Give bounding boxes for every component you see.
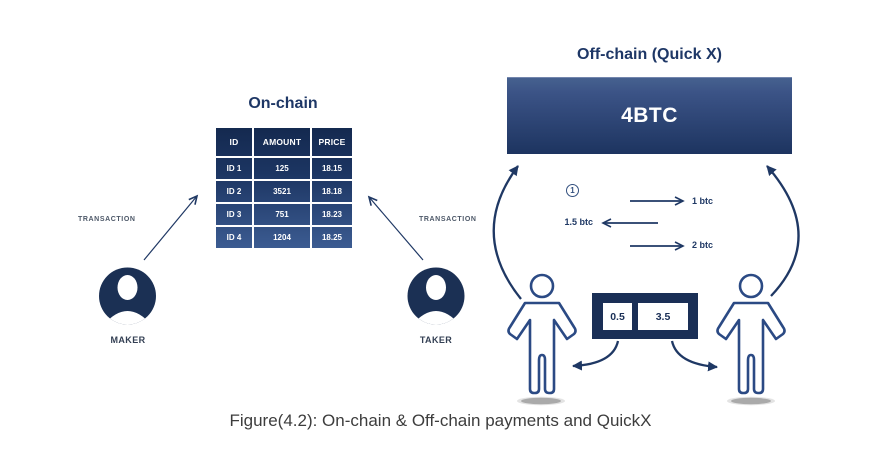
offchain-title: Off-chain (Quick X)	[577, 46, 722, 63]
maker-transaction-arrow	[143, 194, 199, 261]
maker-avatar	[98, 268, 158, 334]
cell-amount: 125	[252, 156, 312, 181]
right-trader-to-pool-arrow	[766, 165, 800, 297]
header-amount: AMOUNT	[252, 126, 312, 158]
balance-left-value: 0.5	[603, 303, 632, 330]
flow-label-1-5btc: 1.5 btc	[564, 217, 593, 227]
left-trader-to-pool-arrow	[492, 165, 522, 300]
balance-to-right-trader-arrow	[670, 340, 718, 372]
cell-id: ID 1	[214, 156, 254, 181]
table-row: ID 1 125 18.15	[214, 156, 354, 181]
onchain-order-table: ID AMOUNT PRICE ID 1 125 18.15 ID 2 3521…	[214, 126, 354, 250]
table-header-row: ID AMOUNT PRICE	[214, 126, 354, 158]
balance-right-value: 3.5	[638, 303, 688, 330]
figure-caption: Figure(4.2): On-chain & Off-chain paymen…	[229, 411, 652, 430]
table-row: ID 3 751 18.23	[214, 202, 354, 227]
taker-transaction-arrow	[367, 195, 424, 261]
flow-label-1btc: 1 btc	[692, 196, 714, 206]
taker-avatar	[406, 268, 466, 334]
onchain-title: On-chain	[248, 95, 318, 112]
balance-to-left-trader-arrow	[572, 340, 620, 371]
pool-amount-label: 4BTC	[621, 104, 678, 127]
cell-id: ID 2	[214, 179, 254, 204]
channel-balance-box: 0.5 3.5	[592, 293, 698, 339]
left-trader-figure	[507, 273, 577, 395]
maker-transaction-label: TRANSACTION	[78, 216, 136, 223]
offchain-pool-box: 4BTC	[507, 77, 792, 154]
cell-price: 18.18	[310, 179, 354, 204]
cell-price: 18.23	[310, 202, 354, 227]
cell-id: ID 3	[214, 202, 254, 227]
cell-id: ID 4	[214, 225, 254, 250]
cell-price: 18.25	[310, 225, 354, 250]
right-trader-shadow-core	[731, 397, 771, 405]
taker-label: TAKER	[419, 335, 453, 345]
cell-price: 18.15	[310, 156, 354, 181]
cell-amount: 3521	[252, 179, 312, 204]
header-price: PRICE	[310, 126, 354, 158]
left-trader-shadow-core	[521, 397, 561, 405]
flow-label-2btc: 2 btc	[692, 240, 714, 250]
cell-amount: 751	[252, 202, 312, 227]
maker-label: MAKER	[110, 335, 146, 345]
header-id: ID	[214, 126, 254, 158]
step-1-badge: 1	[566, 184, 579, 197]
taker-transaction-label: TRANSACTION	[419, 216, 477, 223]
table-row: ID 2 3521 18.18	[214, 179, 354, 204]
table-row: ID 4 1204 18.25	[214, 225, 354, 250]
cell-amount: 1204	[252, 225, 312, 250]
